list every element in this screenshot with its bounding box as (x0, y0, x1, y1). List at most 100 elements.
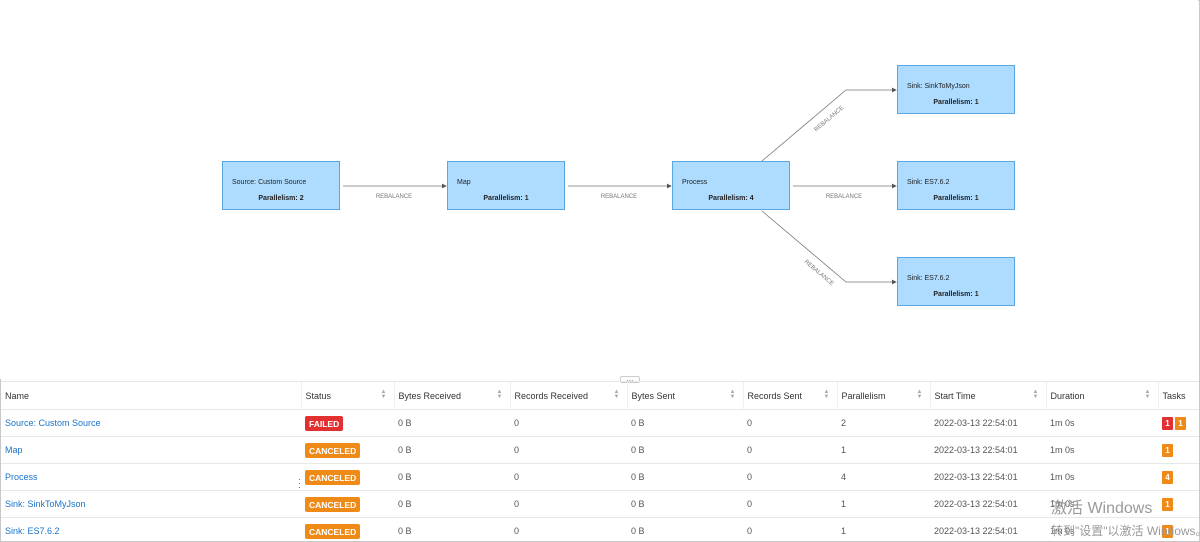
status-badge: CANCELED (305, 442, 361, 458)
table-row[interactable]: Sink: ES7.6.2 CANCELED 0 B 0 0 B 0 1 202… (1, 517, 1199, 542)
task-count-canceled: 1 (1162, 524, 1173, 538)
column-header-tasks: Tasks (1158, 382, 1199, 410)
start-time: 2022-03-13 22:54:01 (930, 409, 1046, 437)
graph-node-map[interactable]: Map Parallelism:1 (447, 161, 565, 210)
edge-process-sink-json (761, 87, 897, 162)
graph-node-sink-json[interactable]: Sink: SinkToMyJson Parallelism:1 (897, 65, 1015, 114)
vertex-link[interactable]: Source: Custom Source (5, 418, 101, 428)
node-parallelism-label: Parallelism: (708, 195, 748, 202)
sort-icon[interactable]: ▲▼ (380, 389, 387, 400)
vertex-link[interactable]: Process (5, 472, 38, 482)
edge-label: REBALANCE (803, 259, 835, 287)
records-received: 0 (510, 517, 627, 542)
graph-node-sink-es-2[interactable]: Sink: ES7.6.2 Parallelism:1 (897, 257, 1015, 306)
column-header-start-time[interactable]: Start Time▲▼ (930, 382, 1047, 410)
node-parallelism-value: 1 (524, 195, 529, 202)
status-badge: CANCELED (305, 496, 361, 512)
vertex-link[interactable]: Sink: SinkToMyJson (5, 499, 86, 509)
parallelism: 1 (837, 490, 930, 518)
bytes-sent: 0 B (627, 490, 743, 518)
start-time: 2022-03-13 22:54:01 (930, 517, 1046, 542)
records-received: 0 (510, 490, 627, 518)
start-time: 2022-03-13 22:54:01 (930, 436, 1046, 464)
records-received: 0 (510, 409, 627, 437)
status-badge: FAILED (305, 415, 344, 431)
column-resize-handle-icon[interactable]: ··· (298, 474, 301, 492)
bytes-sent: 0 B (627, 463, 743, 491)
column-header-records-sent[interactable]: Records Sent▲▼ (743, 382, 838, 410)
status-badge: CANCELED (305, 469, 361, 485)
table-row[interactable]: Sink: SinkToMyJson CANCELED 0 B 0 0 B 0 … (1, 490, 1199, 518)
duration: 1m 0s (1046, 436, 1158, 464)
bytes-received: 0 B (394, 409, 510, 437)
graph-edges: REBALANCE REBALANCE REBALANCE REBALANCE … (343, 87, 897, 287)
node-parallelism-label: Parallelism: (933, 99, 973, 106)
records-received: 0 (510, 463, 627, 491)
records-sent: 0 (743, 409, 837, 437)
vertex-link[interactable]: Sink: ES7.6.2 (5, 526, 60, 536)
sort-icon[interactable]: ▲▼ (916, 389, 923, 400)
node-name: Sink: ES7.6.2 (907, 179, 950, 186)
node-name: Sink: ES7.6.2 (907, 275, 950, 282)
vertices-table: Name Status▲▼ Bytes Received▲▼ Records R… (1, 381, 1199, 542)
sort-icon[interactable]: ▲▼ (1032, 389, 1039, 400)
node-name: Map (457, 179, 471, 186)
task-count-canceled: 1 (1162, 443, 1173, 457)
bytes-sent: 0 B (627, 409, 743, 437)
sort-icon[interactable]: ▲▼ (823, 389, 830, 400)
node-parallelism-value: 1 (974, 291, 979, 298)
column-header-bytes-received[interactable]: Bytes Received▲▼ (394, 382, 511, 410)
node-parallelism-label: Parallelism: (933, 291, 973, 298)
column-header-duration[interactable]: Duration▲▼ (1046, 382, 1159, 410)
table-row[interactable]: Process CANCELED 0 B 0 0 B 0 4 2022-03-1… (1, 463, 1199, 491)
graph-node-sink-es-1[interactable]: Sink: ES7.6.2 Parallelism:1 (897, 161, 1015, 210)
column-header-records-received[interactable]: Records Received▲▼ (510, 382, 628, 410)
edge-label: REBALANCE (376, 194, 412, 200)
job-graph[interactable]: REBALANCE REBALANCE REBALANCE REBALANCE … (0, 0, 1198, 379)
parallelism: 2 (837, 409, 930, 437)
table-row[interactable]: Map CANCELED 0 B 0 0 B 0 1 2022-03-13 22… (1, 436, 1199, 464)
records-sent: 0 (743, 490, 837, 518)
node-parallelism-label: Parallelism: (933, 195, 973, 202)
column-header-bytes-sent[interactable]: Bytes Sent▲▼ (627, 382, 744, 410)
task-count-failed: 1 (1162, 416, 1173, 430)
parallelism: 4 (837, 463, 930, 491)
node-parallelism-value: 2 (299, 195, 304, 202)
task-count-canceled: 4 (1162, 470, 1173, 484)
column-header-parallelism[interactable]: Parallelism▲▼ (837, 382, 931, 410)
table-row[interactable]: Source: Custom Source FAILED 0 B 0 0 B 0… (1, 409, 1199, 437)
bytes-received: 0 B (394, 517, 510, 542)
parallelism: 1 (837, 436, 930, 464)
sort-icon[interactable]: ▲▼ (496, 389, 503, 400)
sort-icon[interactable]: ▲▼ (729, 389, 736, 400)
records-sent: 0 (743, 463, 837, 491)
records-sent: 0 (743, 517, 837, 542)
records-sent: 0 (743, 436, 837, 464)
bytes-sent: 0 B (627, 517, 743, 542)
column-header-name[interactable]: Name (1, 382, 302, 410)
vertex-link[interactable]: Map (5, 445, 23, 455)
bytes-sent: 0 B (627, 436, 743, 464)
node-parallelism-label: Parallelism: (483, 195, 523, 202)
graph-node-process[interactable]: Process Parallelism:4 (672, 161, 790, 210)
node-name: Source: Custom Source (232, 179, 307, 186)
edge-label: REBALANCE (826, 194, 862, 200)
bytes-received: 0 B (394, 463, 510, 491)
sort-icon[interactable]: ▲▼ (1144, 389, 1151, 400)
graph-node-source[interactable]: Source: Custom Source Parallelism:2 (222, 161, 340, 210)
duration: 1m 0s (1046, 409, 1158, 437)
start-time: 2022-03-13 22:54:01 (930, 490, 1046, 518)
parallelism: 1 (837, 517, 930, 542)
node-parallelism-value: 4 (749, 195, 754, 202)
bytes-received: 0 B (394, 490, 510, 518)
task-count-canceled: 1 (1162, 497, 1173, 511)
status-badge: CANCELED (305, 523, 361, 539)
node-parallelism-value: 1 (974, 99, 979, 106)
sort-icon[interactable]: ▲▼ (613, 389, 620, 400)
node-name: Sink: SinkToMyJson (907, 83, 970, 90)
column-header-status[interactable]: Status▲▼ (301, 382, 395, 410)
duration: 1m 0s (1046, 490, 1158, 518)
duration: 1m 0s (1046, 517, 1158, 542)
node-parallelism-label: Parallelism: (258, 195, 298, 202)
duration: 1m 0s (1046, 463, 1158, 491)
